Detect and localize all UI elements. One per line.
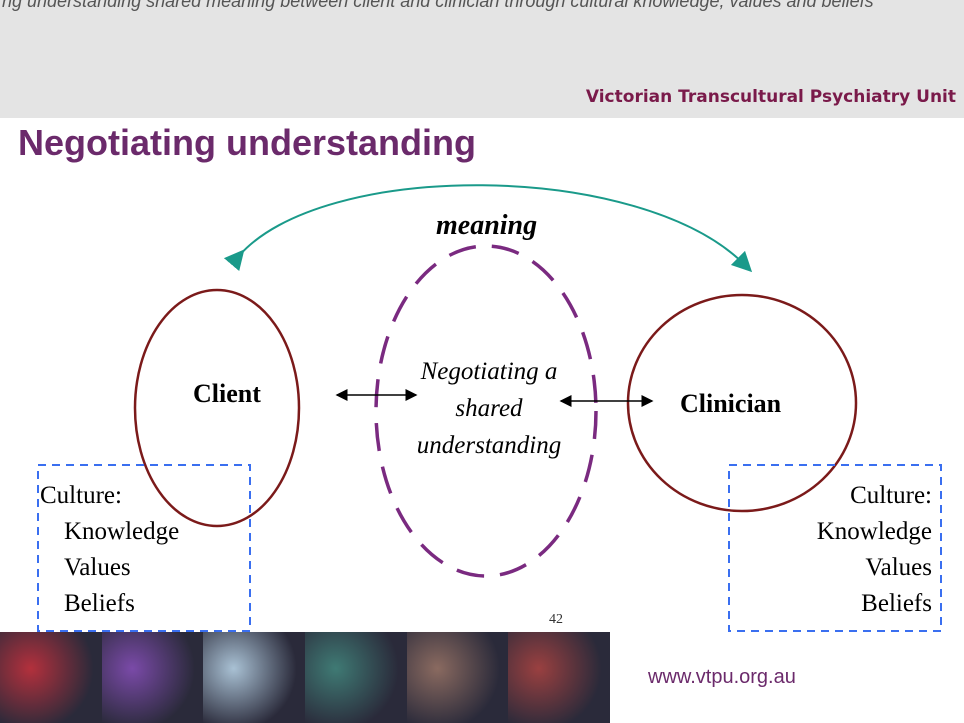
footer-image-strip [0,632,611,723]
negotiating-line: shared [455,395,523,422]
culture-item: Beliefs [64,590,135,617]
footer-tile [406,632,509,723]
organization-name: Victorian Transcultural Psychiatry Unit [585,87,956,107]
footer-url[interactable]: www.vtpu.org.au [648,666,796,688]
negotiating-text: Negotiating a shared understanding [384,353,594,464]
slide-header: ng understanding shared meaning between … [0,0,964,118]
culture-item: Knowledge [816,518,932,545]
meaning-arc [223,184,753,273]
footer-tile [0,632,102,723]
negotiating-line: understanding [416,432,562,459]
client-label: Client [193,379,261,408]
culture-item: Beliefs [861,590,932,617]
footer-tile [305,632,407,723]
culture-heading: Culture: [40,482,122,509]
shared-understanding-oval [374,244,598,578]
clinician-label: Clinician [680,389,782,418]
meaning-label: meaning [436,210,538,241]
client-culture-box [37,464,251,632]
client-circle [133,288,301,528]
culture-item: Values [865,554,932,581]
clinician-culture-list: Culture: Knowledge Values Beliefs [817,478,932,622]
footer-tile [508,632,611,723]
page-number: 42 [549,612,563,627]
client-culture-list: Culture: Knowledge Values Beliefs [40,478,179,622]
negotiating-line: Negotiating a [420,358,558,385]
culture-heading: Culture: [850,482,932,509]
clinician-culture-box [728,464,942,632]
slide-title: Negotiating understanding [18,122,476,163]
culture-item: Values [64,554,131,581]
cropped-caption: ng understanding shared meaning between … [2,0,874,11]
culture-item: Knowledge [64,518,180,545]
footer-tile [101,632,204,723]
footer-tile [203,632,306,723]
